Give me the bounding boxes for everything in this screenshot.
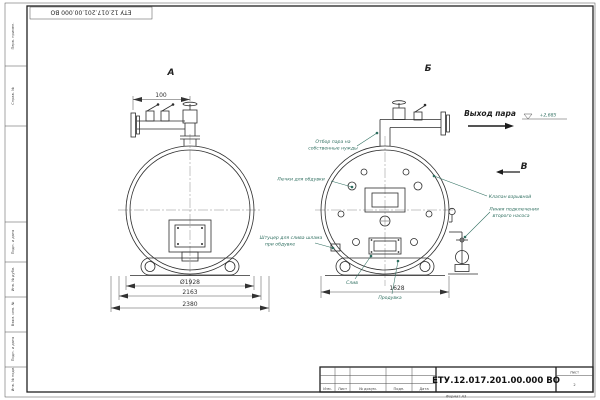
safety-valve-2 [160,110,170,122]
boiler-rear-view: Б [315,64,478,298]
tap-valve [413,111,423,121]
handwheel-icon [182,101,198,107]
side-label-perv: Перв. примен. [11,23,15,50]
tb-col-list: Лист [338,387,347,391]
handwheel-icon [392,100,406,105]
sheet-frame: Перв. примен. Справ. № Подп. и дата Инв.… [4,2,596,398]
tb-sheet-value: 2 [573,383,575,387]
rear-face-details [330,168,433,255]
safety-valve-1 [145,110,155,122]
ann-pump-line-2: второго насоса [492,214,529,219]
view-a-label: А [167,68,175,78]
support-skid [130,257,250,276]
ann-sludge-2: при обдувке [265,242,295,248]
dim-1628: 1628 [389,285,404,292]
shell-outline [125,145,255,275]
ann-pump-line-1: Линия подключения [488,207,539,213]
tb-sheet-label: Лист [570,371,579,375]
title-block: Изм. Лист № докум. Подп. Дата ЕТУ.12.017… [319,366,594,399]
steam-valve-assembly [130,101,200,146]
pump-icon [455,250,469,264]
top-stamp-box [29,6,153,20]
tb-col-data: Дата [419,387,428,391]
gauge-icon [448,207,456,216]
steam-outlet-piping [379,100,450,146]
top-stamp-number: ЕТУ 12.017.201.00.000 ВО [50,9,131,16]
pump-assembly [448,207,478,275]
format-label: Формат А3 [446,395,467,399]
steam-outlet-label: Выход пара [464,109,516,118]
dim-100: 100 [155,92,167,99]
view-b-label: Б [425,64,432,74]
tb-col-podp: Подп. [394,387,405,391]
ann-drain: Слив [346,280,358,286]
ann-sludge-1: Штуцер для слива шлама [260,235,323,241]
ann-safety-valve: Клапан взрывной [489,194,532,200]
dim-2163: 2163 [182,289,197,296]
ann-steam-tap-2: собственные нужды [308,146,358,152]
level-mark-value: +2,685 [539,113,556,119]
boiler-front-view: А [110,68,270,312]
level-mark: +2,685 [522,113,567,120]
line-valve [459,237,465,243]
view-v-marker: В [496,162,528,175]
dim-2380: 2380 [182,301,197,308]
rear-view-dimensions: 1628 [320,276,450,298]
dim-diameter: Ø1928 [180,279,200,286]
burner-opening [364,187,406,213]
side-label-podp1: Подп. и дата [11,230,15,254]
pipe-flange [130,112,136,138]
side-label-podp2: Подп. и дата [11,337,15,361]
front-view-dimensions: 100 Ø1928 2163 2380 [110,92,270,312]
side-label-inv-podl: Инв. № подл. [11,367,15,392]
tb-doc-number: ЕТУ.12.017.201.00.000 ВО [432,376,560,386]
callouts: Отбор пара на собственные нужды Лючки дл… [260,109,567,301]
ann-blowdown: Продувка [378,295,402,301]
ann-steam-tap-1: Отбор пара на [315,139,350,145]
view-v-label: В [521,162,528,172]
tb-col-doc: № докум. [359,387,377,391]
side-label-inv-dubl: Инв. № дубл. [11,267,15,292]
side-label-vzam: Взам. инв. № [11,302,15,327]
lower-door [368,237,402,255]
tb-col-izm: Изм. [323,387,331,391]
ann-hatches: Лючки для обдувки [276,177,325,183]
outlet-flange [440,111,446,136]
rear-support-skid [325,257,445,276]
side-label-sprav: Справ. № [11,87,15,105]
